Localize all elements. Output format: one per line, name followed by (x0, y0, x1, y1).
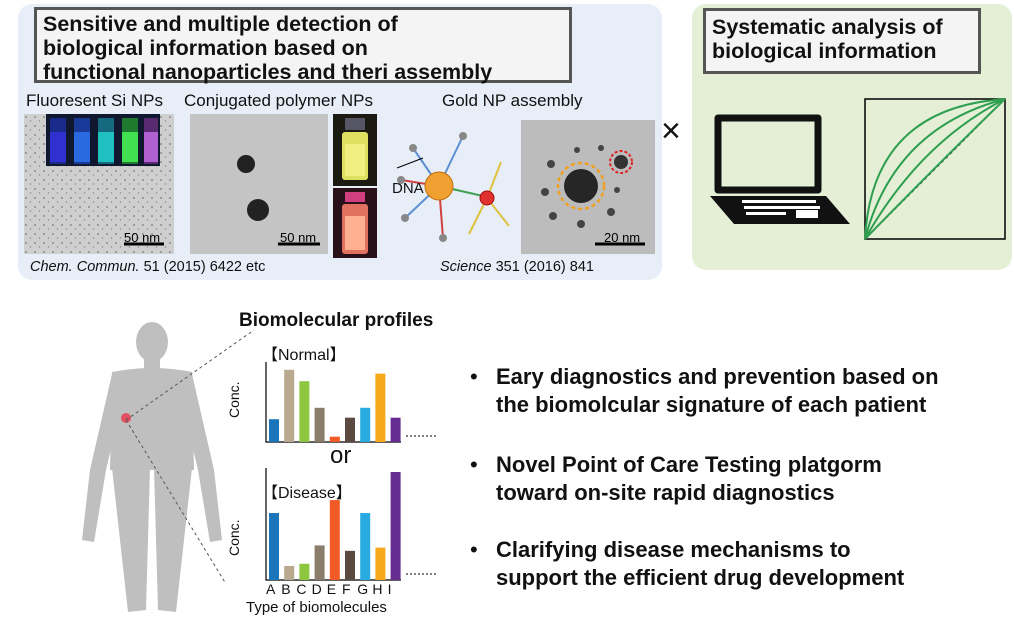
bullet-3-dot: • (470, 537, 478, 562)
detection-title-line-3: functional nanoparticles and theri assem… (43, 60, 493, 84)
normal-bar-b (284, 369, 295, 442)
disease-bar-e (329, 500, 340, 580)
times-symbol: × (661, 112, 681, 150)
scale-bar-si: 50 nm (124, 230, 161, 245)
detection-title-line-1: Sensitive and multiple detection of (43, 12, 398, 36)
vial-yellow-photo (333, 114, 377, 186)
si-nps-image (24, 114, 174, 254)
detection-title: Sensitive and multiple detection of biol… (34, 7, 572, 84)
bullet-3-line-2: support the efficient drug development (496, 565, 905, 590)
gold-assembly-micrograph (521, 120, 655, 254)
disease-bar-d (314, 545, 325, 580)
normal-bar-c (299, 381, 310, 442)
category-label-b: B (281, 581, 291, 597)
vial-yellow-icon (342, 118, 368, 180)
category-label-g: G (357, 581, 369, 597)
disease-axes (265, 468, 401, 581)
category-label-c: C (296, 581, 307, 597)
detection-title-line-2: biological information based on (43, 36, 368, 60)
normal-chart-ylabel: Conc. (226, 381, 242, 418)
analysis-title-line-1: Systematic analysis of (712, 15, 943, 39)
disease-bar-c (299, 563, 310, 580)
roc-curve-graph (864, 98, 1006, 240)
disease-bar-chart (265, 468, 438, 581)
normal-bar-chart (265, 362, 438, 443)
chart-xlabel: Type of biomolecules (246, 599, 387, 616)
gold-assembly-image (541, 145, 645, 246)
zoom-lines (126, 329, 255, 585)
disease-bar-i (390, 472, 401, 580)
gold-assembly-label: Gold NP assembly (442, 91, 583, 110)
category-label-f: F (342, 581, 351, 597)
category-label-h: H (372, 581, 383, 597)
bullet-1: • Eary diagnostics and prevention based … (470, 363, 939, 419)
analysis-title: Systematic analysis of biological inform… (703, 8, 981, 74)
normal-bar-e (329, 436, 340, 442)
normal-bar-a (269, 419, 279, 442)
normal-bar-h (375, 373, 386, 442)
vial-orange-photo (333, 188, 377, 258)
disease-bar-b (284, 565, 295, 580)
bullet-3-line-1: Clarifying disease mechanisms to (496, 537, 851, 562)
bullet-3: • Clarifying disease mechanisms to suppo… (470, 536, 905, 592)
dna-label: DNA (392, 180, 424, 197)
profiles-heading: Biomolecular profiles (239, 310, 434, 331)
vial-orange-icon (342, 192, 368, 254)
bullet-2-dot: • (470, 452, 478, 477)
disease-bar-a (269, 513, 279, 580)
bullet-1-dot: • (470, 364, 478, 389)
disease-bar-h (375, 547, 386, 580)
normal-bar-f (345, 417, 355, 442)
disease-bar-g (360, 513, 371, 580)
citation-science: Science 351 (2016) 841 (440, 259, 594, 275)
scale-bar-polymer: 50 nm (280, 230, 317, 245)
polymer-nps-micrograph (190, 114, 328, 254)
normal-axes (265, 362, 401, 443)
disease-chart-ylabel: Conc. (226, 519, 242, 556)
or-label: or (330, 442, 352, 469)
dna-gold-diagram (396, 132, 510, 242)
normal-bar-d (314, 407, 325, 442)
category-label-i: I (387, 581, 392, 597)
scale-bar-gold: 20 nm (604, 230, 641, 245)
si-nps-micrograph (24, 114, 174, 254)
bullet-1-line-2: the biomolcular signature of each patien… (496, 392, 927, 417)
category-label-d: D (311, 581, 322, 597)
bullet-1-line-1: Eary diagnostics and prevention based on (496, 364, 939, 389)
bullet-2: • Novel Point of Care Testing platgorm t… (470, 451, 882, 507)
normal-bar-i (390, 417, 401, 442)
human-body-icon (82, 322, 222, 612)
si-nps-label: Fluoresent Si NPs (26, 91, 163, 110)
bullet-2-line-2: toward on-site rapid diagnostics (496, 480, 835, 505)
category-label-a: A (266, 581, 276, 597)
analysis-title-line-2: biological information (712, 39, 937, 63)
laptop-icon (710, 114, 850, 224)
disease-chart-title: 【Disease】 (262, 485, 352, 502)
normal-bar-g (360, 407, 371, 442)
bullet-2-line-1: Novel Point of Care Testing platgorm (496, 452, 882, 477)
polymer-nps-image (237, 155, 320, 246)
disease-bar-f (345, 550, 355, 580)
category-label-e: E (326, 581, 337, 597)
polymer-nps-label: Conjugated polymer NPs (184, 91, 373, 110)
citation-chem-commun: Chem. Commun. 51 (2015) 6422 etc (30, 259, 266, 275)
normal-chart-title: 【Normal】 (262, 347, 346, 364)
